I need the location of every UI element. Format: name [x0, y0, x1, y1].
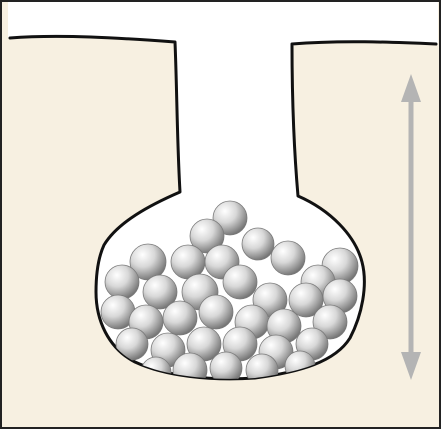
sphere — [163, 301, 197, 335]
sphere — [223, 265, 257, 299]
sphere — [271, 241, 305, 275]
sphere — [199, 295, 233, 329]
sphere — [242, 228, 274, 260]
sphere — [105, 265, 139, 299]
